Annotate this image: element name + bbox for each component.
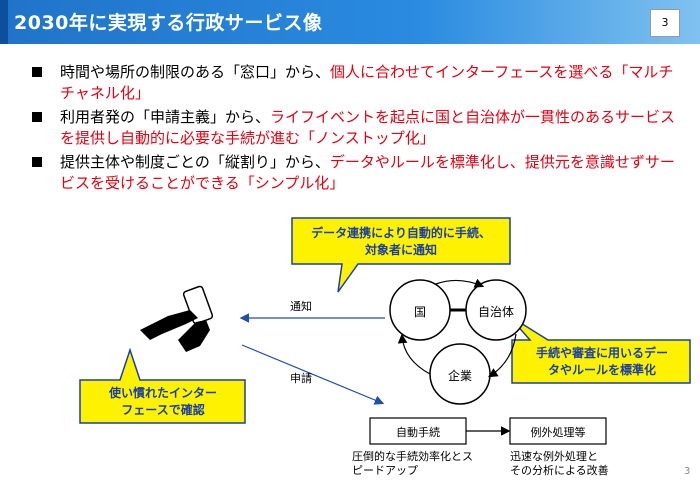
box-exception-label: 例外処理等 — [530, 426, 586, 439]
bullet-square-icon — [32, 112, 42, 122]
callout-left-text: 使い慣れたインター フェースで確認 — [108, 386, 217, 417]
label-notify: 通知 — [290, 300, 312, 313]
callout-right-text: 手続や審査に用いるデー タやルールを標準化 — [535, 346, 668, 377]
bullet-square-icon — [32, 157, 42, 167]
bullet-text-black: 提供主体や制度ごとの「縦割り」から、 — [60, 153, 330, 171]
callout-left-shape — [79, 347, 246, 424]
title-bar: 2030年に実現する行政サービス像 3 — [0, 0, 700, 44]
slide-title: 2030年に実現する行政サービス像 — [14, 12, 323, 34]
flow-arc-left — [397, 333, 431, 375]
bullet-text-black: 時間や場所の制限のある「窓口」から、 — [60, 63, 331, 81]
callout-top-shape — [291, 217, 511, 293]
bullet-text-red: データやルールを標準化し、提供元を意識せずサービスを受けることができる「シンプル… — [60, 153, 675, 192]
bullet-list: 時間や場所の制限のある「窓口」から、個人に合わせてインターフェースを選べる「マル… — [30, 62, 680, 197]
bullet-item-simple: 提供主体や制度ごとの「縦割り」から、データやルールを標準化し、提供元を意識せずサ… — [30, 152, 680, 194]
box-auto-label: 自動手続 — [396, 426, 440, 439]
note-auto: 圧倒的な手続効率化とス ピードアップ — [352, 450, 473, 477]
smartphone-hand-icon — [140, 285, 214, 352]
footer-page-number: 3 — [684, 466, 691, 477]
flow-arc-right — [487, 333, 517, 378]
bullet-text-red: 個人に合わせてインターフェースを選べる「マルチチャネル化」 — [60, 63, 674, 102]
box-exception — [509, 417, 607, 445]
title-bar-accent — [0, 0, 8, 44]
bullet-text-black: 利用者発の「申請主義」から、 — [60, 108, 271, 126]
note-exception: 迅速な例外処理と その分析による改善 — [510, 450, 609, 477]
bullet-item-nonstop: 利用者発の「申請主義」から、ライフイベントを起点に国と自治体が一貫性のあるサービ… — [30, 107, 680, 149]
label-apply: 申請 — [290, 372, 312, 385]
callout-top-text: データ連携により自動的に手続、 対象者に通知 — [311, 226, 491, 257]
bullet-square-icon — [32, 67, 42, 77]
node-local-label: 自治体 — [477, 305, 514, 319]
bullet-item-multichannel: 時間や場所の制限のある「窓口」から、個人に合わせてインターフェースを選べる「マル… — [30, 62, 680, 104]
box-auto-procedure — [369, 417, 467, 445]
flow-arc-top — [435, 278, 485, 288]
page-number-box: 3 — [650, 9, 680, 37]
node-country-label: 国 — [413, 305, 426, 319]
node-company-label: 企業 — [447, 369, 472, 383]
bullet-text-red: ライフイベントを起点に国と自治体が一貫性のあるサービスを提供し自動的に必要な手続… — [60, 108, 676, 147]
callout-right-shape — [507, 314, 691, 384]
apply-arrow — [241, 344, 385, 405]
